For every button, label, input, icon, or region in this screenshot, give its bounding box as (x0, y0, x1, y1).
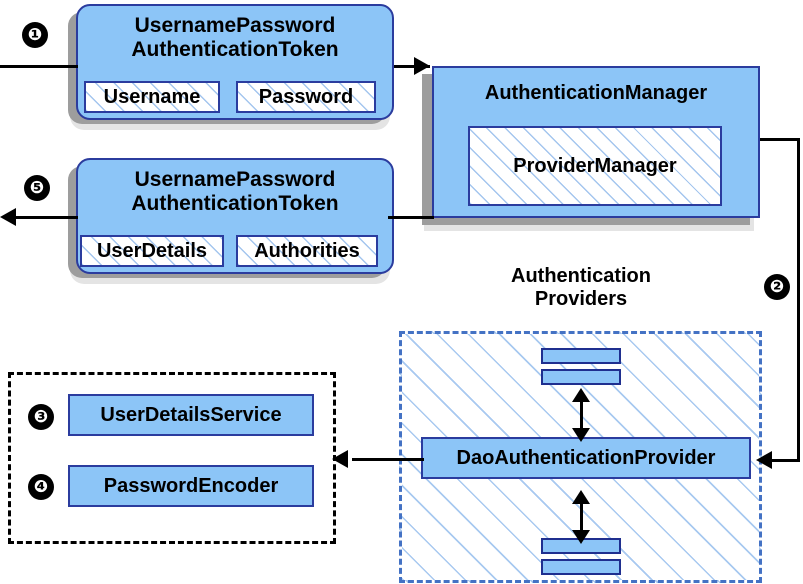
response-token-title-line2: AuthenticationToken (131, 191, 339, 215)
outgoing-response-line (16, 216, 78, 219)
password-encoder-box[interactable]: PasswordEncoder (68, 465, 314, 507)
dao-authentication-provider-label: DaoAuthenticationProvider (456, 446, 716, 469)
provider-manager-box[interactable]: ProviderManager (468, 126, 722, 206)
token-to-manager-arrowhead (414, 57, 430, 75)
user-details-service-label: UserDetailsService (100, 403, 282, 426)
response-token-userdetails-field[interactable]: UserDetails (80, 235, 224, 267)
manager-to-response-line (388, 216, 434, 219)
response-token-authorities-field[interactable]: Authorities (236, 235, 378, 267)
auth-manager-label: AuthenticationManager (484, 82, 708, 104)
provider-placeholder-bar-top-2 (541, 369, 621, 385)
provider-link-line-bottom (580, 494, 583, 534)
user-details-service-box[interactable]: UserDetailsService (68, 394, 314, 436)
manager-to-provider-line-vertical (797, 138, 800, 462)
manager-to-provider-arrowhead (756, 451, 772, 469)
request-token-title-line2: AuthenticationToken (131, 37, 339, 61)
provider-link-arrow-up-top (572, 388, 590, 402)
request-token-password-label: Password (258, 85, 354, 108)
response-token-userdetails-label: UserDetails (96, 239, 208, 262)
provider-link-line-top (580, 392, 583, 432)
provider-link-arrow-down-top (572, 428, 590, 442)
step-badge-4: ❹ (28, 474, 54, 500)
provider-to-services-line (352, 458, 424, 461)
response-token-title-line1: UsernamePassword (134, 168, 336, 191)
request-token-password-field[interactable]: Password (236, 81, 376, 113)
providers-caption-line2: Providers (534, 288, 628, 310)
outgoing-response-arrowhead (0, 208, 16, 226)
provider-link-arrow-up-bottom (572, 490, 590, 504)
incoming-request-line (0, 65, 78, 68)
response-token-authorities-label: Authorities (254, 239, 360, 262)
provider-placeholder-bar-top-1 (541, 348, 621, 364)
provider-link-arrow-down-bottom (572, 530, 590, 544)
dao-authentication-provider-box[interactable]: DaoAuthenticationProvider (421, 437, 751, 479)
request-token-username-label: Username (103, 85, 201, 108)
step-badge-3: ❸ (28, 404, 54, 430)
password-encoder-label: PasswordEncoder (103, 474, 279, 497)
step-badge-5: ❺ (24, 175, 50, 201)
providers-caption-line1: Authentication (511, 265, 651, 287)
provider-placeholder-bar-bottom-2 (541, 559, 621, 575)
provider-to-services-arrowhead (332, 450, 348, 468)
step-badge-1: ❶ (22, 22, 48, 48)
manager-to-provider-line-bottom (770, 459, 800, 462)
providers-caption: Authentication Providers (470, 265, 692, 311)
request-token-username-field[interactable]: Username (84, 81, 220, 113)
token-to-manager-line (394, 65, 430, 68)
request-token-title-line1: UsernamePassword (134, 14, 336, 37)
step-badge-2: ❷ (764, 274, 790, 300)
manager-to-provider-line-top (760, 138, 800, 141)
provider-manager-label: ProviderManager (513, 154, 677, 177)
